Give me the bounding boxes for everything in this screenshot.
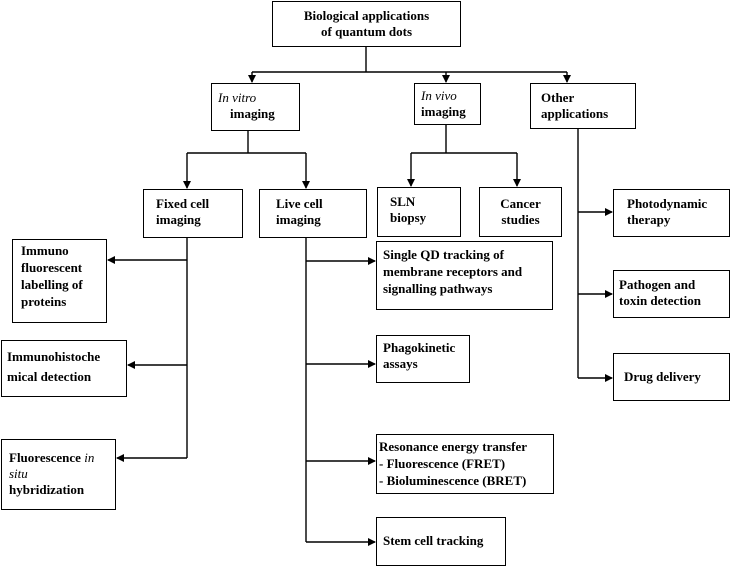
node-immuno-fluorescent-line3: labelling of xyxy=(21,277,83,292)
node-live-cell-line2: imaging xyxy=(276,212,321,227)
node-in-vivo-italic: In vivo xyxy=(421,88,457,103)
node-resonance-line1: Resonance energy transfer xyxy=(379,439,528,454)
node-in-vivo-line2: imaging xyxy=(421,104,466,119)
node-cancer: Cancer studies xyxy=(479,187,562,237)
node-fixed-cell-line1: Fixed cell xyxy=(156,196,210,211)
node-pathogen: Pathogen and toxin detection xyxy=(613,270,730,318)
node-resonance-line2: - Fluorescence (FRET) xyxy=(379,456,506,471)
node-fish-line1: Fluorescence xyxy=(9,450,85,465)
node-sln: SLN biopsy xyxy=(377,187,461,237)
node-fixed-cell-line2: imaging xyxy=(156,212,201,227)
node-root: Biological applications of quantum dots xyxy=(272,1,461,47)
node-immuno-fluorescent-line1: Immuno xyxy=(21,243,69,258)
node-fixed-cell: Fixed cell imaging xyxy=(143,189,243,238)
node-in-vitro-line2: imaging xyxy=(230,106,275,121)
node-pathogen-line1: Pathogen and xyxy=(619,277,696,292)
node-stem-cell-line1: Stem cell tracking xyxy=(383,533,484,548)
node-resonance-line3: - Bioluminescence (BRET) xyxy=(379,473,527,488)
node-in-vitro: In vitro imaging xyxy=(211,83,300,131)
node-other-line2: applications xyxy=(541,106,609,121)
node-fish-line3: hybridization xyxy=(9,482,85,497)
node-photodynamic: Photodynamic therapy xyxy=(613,189,730,237)
node-single-qd-line2: membrane receptors and xyxy=(383,264,523,279)
node-phagokinetic-line2: assays xyxy=(383,356,418,371)
node-single-qd-line1: Single QD tracking of xyxy=(383,247,504,262)
node-drug-delivery: Drug delivery xyxy=(613,353,730,401)
node-phagokinetic-line1: Phagokinetic xyxy=(383,340,456,355)
node-root-line1: Biological applications xyxy=(303,8,430,23)
node-sln-line1: SLN xyxy=(390,194,416,209)
node-cancer-line2: studies xyxy=(501,212,540,227)
node-other: Other applications xyxy=(530,83,636,129)
node-photodynamic-line2: therapy xyxy=(627,212,671,227)
node-live-cell: Live cell imaging xyxy=(259,189,367,238)
node-other-line1: Other xyxy=(541,90,575,105)
node-drug-delivery-line1: Drug delivery xyxy=(624,369,701,384)
node-immuno-fluorescent-line2: fluorescent xyxy=(21,260,83,275)
node-fish-line1-italic: in xyxy=(84,450,95,465)
node-single-qd-line3: signalling pathways xyxy=(383,281,493,296)
node-immuno-fluorescent: Immuno fluorescent labelling of proteins xyxy=(12,239,107,323)
node-live-cell-line1: Live cell xyxy=(276,196,323,211)
node-cancer-line1: Cancer xyxy=(500,196,541,211)
node-phagokinetic: Phagokinetic assays xyxy=(376,335,470,383)
node-photodynamic-line1: Photodynamic xyxy=(627,196,708,211)
node-in-vivo: In vivo imaging xyxy=(414,83,481,125)
node-stem-cell: Stem cell tracking xyxy=(376,517,506,566)
node-single-qd: Single QD tracking of membrane receptors… xyxy=(376,241,553,310)
node-resonance: Resonance energy transfer - Fluorescence… xyxy=(376,434,554,494)
node-fish: Fluorescence in situ hybridization xyxy=(1,439,116,510)
node-immunohisto-line1: Immunohistoche xyxy=(7,349,101,364)
node-immuno-fluorescent-line4: proteins xyxy=(21,294,67,309)
node-in-vitro-italic: In vitro xyxy=(218,90,257,105)
node-immunohisto-line2: mical detection xyxy=(7,369,92,384)
node-pathogen-line2: toxin detection xyxy=(619,293,701,308)
node-root-line2: of quantum dots xyxy=(320,24,413,39)
node-immunohisto: Immunohistoche mical detection xyxy=(1,340,127,397)
node-fish-line2-italic: situ xyxy=(9,466,28,481)
node-sln-line2: biopsy xyxy=(390,210,427,225)
